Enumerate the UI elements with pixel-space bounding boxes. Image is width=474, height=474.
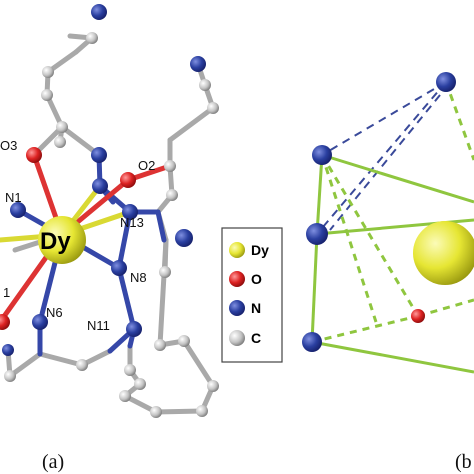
- legend-item-dy: Dy: [229, 242, 269, 258]
- o3-label: O3: [0, 138, 17, 153]
- o2-label: O2: [138, 158, 155, 173]
- cap-dashed-edges: [316, 81, 447, 235]
- polyhedron-solid-edges: [310, 153, 474, 374]
- legend-label-o: O: [251, 271, 262, 287]
- legend-label-n: N: [251, 300, 261, 316]
- oxygen-atoms: [0, 147, 136, 330]
- caption-a: (a): [42, 451, 64, 473]
- n1-label: N1: [5, 190, 22, 205]
- legend-swatch-n: [229, 300, 245, 316]
- legend-item-o: O: [229, 271, 262, 287]
- panel-b-polyhedron: (b: [302, 72, 474, 473]
- dy-atom: [38, 216, 86, 264]
- legend: Dy O N C: [221, 227, 283, 363]
- legend-item-n: N: [229, 300, 261, 316]
- legend-label-dy: Dy: [251, 242, 269, 258]
- vertex-oxygen: [411, 309, 425, 323]
- n13-label: N13: [120, 215, 144, 230]
- legend-item-c: C: [229, 330, 261, 346]
- legend-swatch-o: [229, 271, 245, 287]
- cap-nitrogen-atom: [436, 72, 456, 92]
- o1-label-partial: 1: [3, 285, 10, 300]
- panel-a-molecule: Dy O3 O2 N1 N13 N8 N6 N11 1 (a): [0, 4, 219, 473]
- dy-center-atom: [413, 221, 474, 285]
- legend-swatch-c: [229, 330, 245, 346]
- polyhedron-dashed-edges: [311, 81, 474, 344]
- legend-swatch-dy: [229, 242, 245, 258]
- n8-label: N8: [130, 270, 147, 285]
- vertex-nitrogen-bottom: [302, 332, 322, 352]
- nitrogen-atoms: [2, 4, 206, 356]
- vertex-nitrogen-top: [312, 145, 332, 165]
- dy-label: Dy: [40, 228, 71, 255]
- legend-label-c: C: [251, 330, 261, 346]
- vertex-nitrogen-mid: [306, 223, 328, 245]
- n11-label: N11: [87, 318, 110, 333]
- caption-b: (b: [455, 451, 472, 473]
- n6-label: N6: [46, 305, 63, 320]
- carbon-atoms: [4, 32, 219, 418]
